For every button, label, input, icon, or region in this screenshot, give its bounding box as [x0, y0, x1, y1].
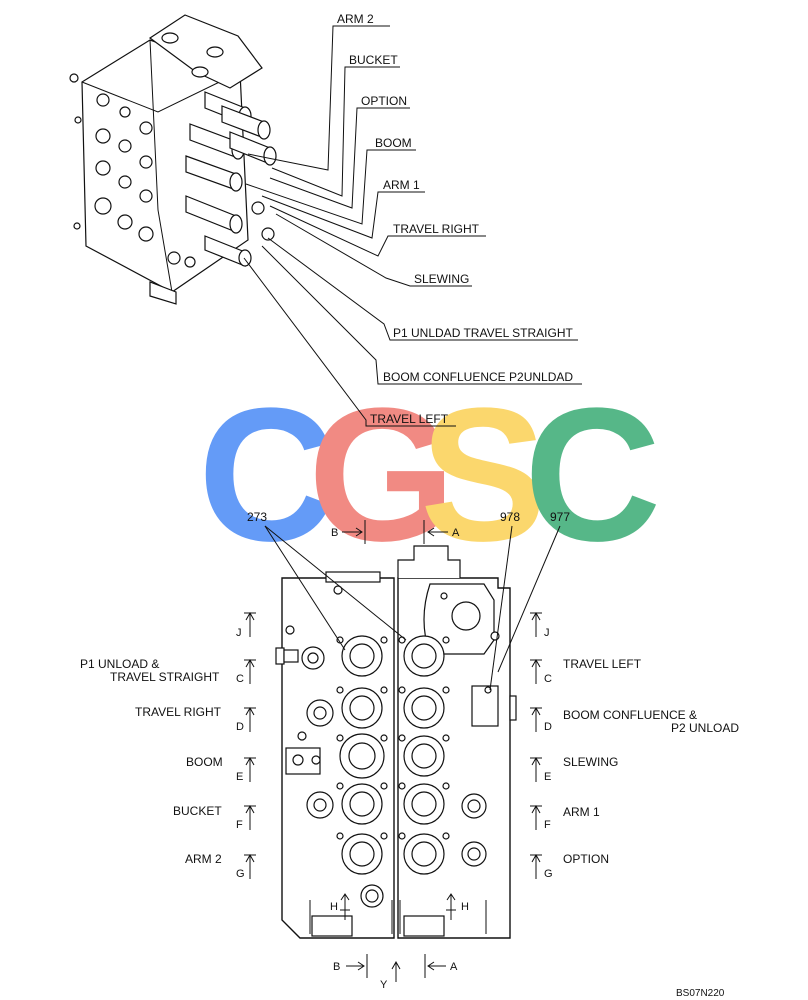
left-face-ports: [94, 93, 196, 268]
label-travel-left: TRAVEL LEFT: [563, 657, 642, 671]
section-f-left: F: [236, 819, 243, 831]
section-e-right: E: [544, 771, 551, 783]
section-arrows-bottom: [346, 954, 446, 982]
section-g-left: G: [236, 868, 245, 880]
label-travel-right: TRAVEL RIGHT: [135, 705, 222, 719]
spool-caps: [185, 91, 277, 267]
watermark-letter-c1: C: [198, 369, 335, 581]
callout-boom: BOOM: [375, 136, 412, 150]
section-g-right: G: [544, 868, 553, 880]
right-function-labels: TRAVEL LEFT BOOM CONFLUENCE & P2 UNLOAD …: [563, 657, 739, 866]
label-boom-confluence-line1: BOOM CONFLUENCE &: [563, 708, 697, 722]
section-h-markers: [340, 893, 456, 920]
section-arrows-top: [342, 520, 448, 544]
section-b-top: B: [331, 527, 338, 539]
callout-slewing: SLEWING: [414, 272, 469, 286]
callout-option: OPTION: [361, 94, 407, 108]
watermark-letter-c2: C: [524, 369, 661, 581]
section-d-left: D: [236, 721, 244, 733]
section-y-bottom: Y: [380, 979, 388, 991]
callout-arm1: ARM 1: [383, 178, 420, 192]
left-block-spools: [285, 635, 388, 908]
label-p1-unload-line2: TRAVEL STRAIGHT: [110, 670, 220, 684]
section-d-right: D: [544, 721, 552, 733]
section-a-bottom: A: [450, 961, 458, 973]
part-number-273: 273: [247, 510, 267, 524]
section-c-right: C: [544, 673, 552, 685]
section-h-left: H: [330, 901, 338, 913]
section-j-right: J: [544, 627, 550, 639]
label-boom: BOOM: [186, 755, 223, 769]
callout-travel-right: TRAVEL RIGHT: [393, 222, 480, 236]
callout-p1-unload: P1 UNLDAD TRAVEL STRAIGHT: [393, 326, 573, 340]
section-f-right: F: [544, 819, 551, 831]
isometric-valve-block: [69, 14, 277, 305]
part-number-leaders: [264, 525, 561, 691]
callout-bucket: BUCKET: [349, 53, 398, 67]
right-section-markers: [530, 611, 542, 879]
part-number-978: 978: [500, 510, 520, 524]
right-block-spools: [398, 635, 517, 875]
cgsc-watermark: C G S C: [198, 369, 661, 581]
part-number-977: 977: [550, 510, 570, 524]
callout-arm2: ARM 2: [337, 12, 374, 26]
top-callout-labels: ARM 2 BUCKET OPTION BOOM ARM 1 TRAVEL RI…: [337, 12, 573, 426]
label-bucket: BUCKET: [173, 804, 222, 818]
section-j-left: J: [236, 627, 242, 639]
label-option: OPTION: [563, 852, 609, 866]
label-arm2: ARM 2: [185, 852, 222, 866]
left-function-labels: P1 UNLOAD & TRAVEL STRAIGHT TRAVEL RIGHT…: [80, 657, 223, 866]
section-h-right: H: [461, 901, 469, 913]
label-p1-unload-line1: P1 UNLOAD &: [80, 657, 159, 671]
label-boom-confluence-line2: P2 UNLOAD: [671, 721, 739, 735]
section-c-left: C: [236, 673, 244, 685]
valve-front-view: [275, 545, 517, 939]
callout-boom-confluence: BOOM CONFLUENCE P2UNLDAD: [383, 370, 573, 384]
section-b-bottom: B: [333, 961, 340, 973]
label-slewing: SLEWING: [563, 755, 618, 769]
top-callout-leaders: [243, 25, 582, 427]
figure-code: BS07N220: [676, 988, 725, 999]
section-e-left: E: [236, 771, 243, 783]
section-a-top: A: [452, 527, 460, 539]
label-arm1: ARM 1: [563, 805, 600, 819]
callout-travel-left: TRAVEL LEFT: [370, 412, 449, 426]
left-section-markers: [244, 611, 256, 879]
